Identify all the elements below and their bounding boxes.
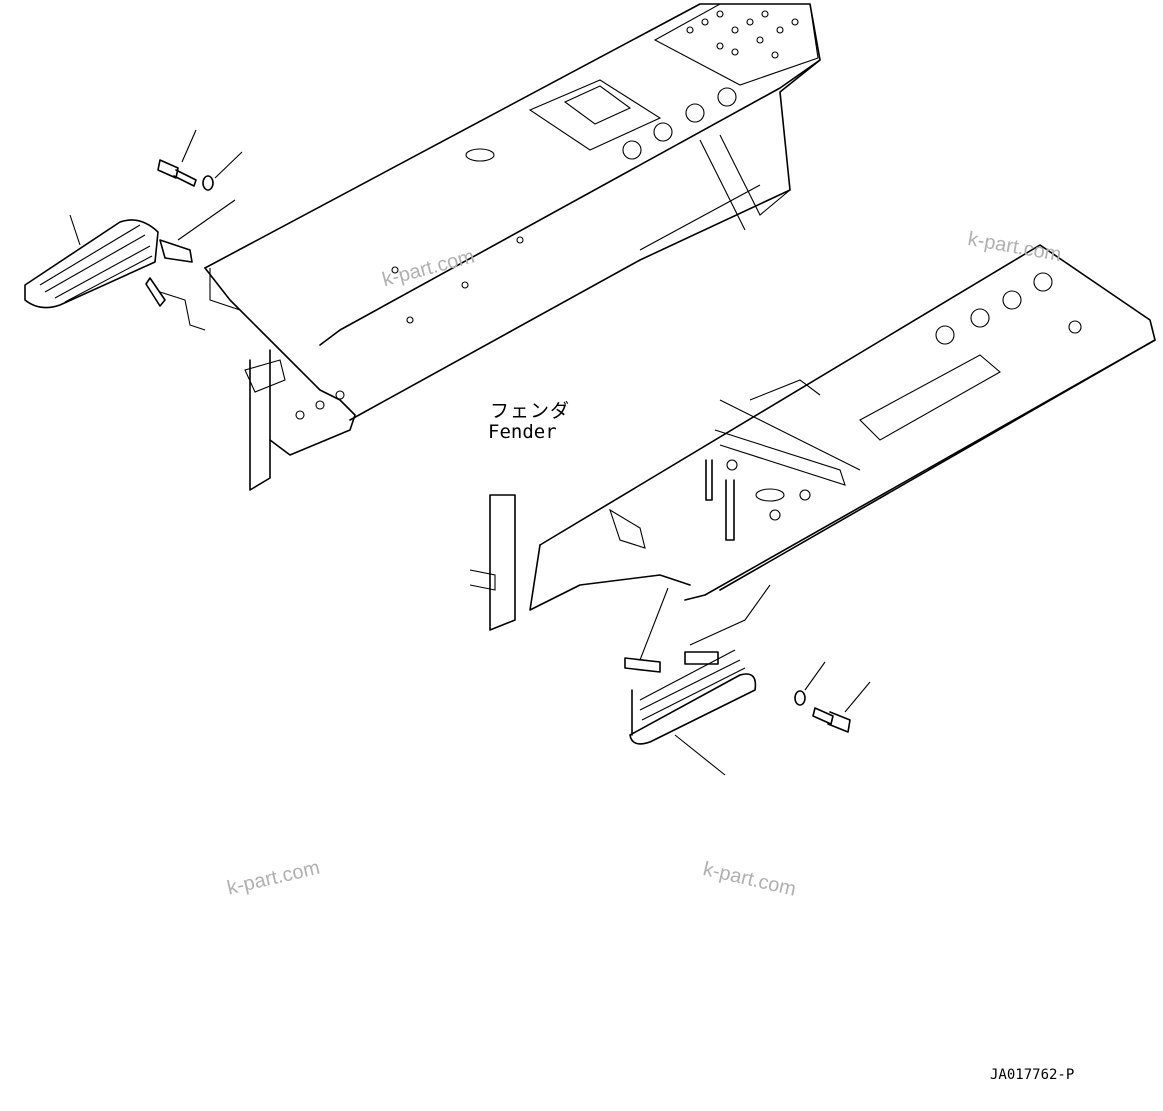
drawing-code: JA017762-P [990, 1067, 1075, 1083]
right-step [624, 584, 771, 776]
right-fender-assembly [469, 244, 1156, 631]
left-fender-assembly [204, 3, 821, 491]
left-bolt [157, 129, 243, 331]
checker-holes-left [686, 10, 799, 59]
part-label-jp: フェンダ [490, 400, 571, 422]
left-step [24, 214, 193, 309]
part-label-en: Fender [488, 421, 557, 443]
right-bolt [794, 661, 871, 733]
